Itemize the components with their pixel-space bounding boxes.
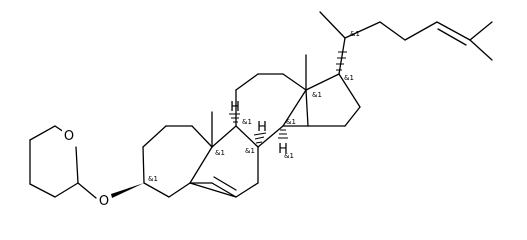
molecule-structure: O O H H H &1 &1 &1 &1 &1 &1 &1 &1 &1	[29, 11, 493, 209]
hydrogen-c9-label: H	[230, 100, 240, 115]
oxygen-ring-label: O	[64, 129, 74, 144]
stereo-label-c20: &1	[350, 30, 360, 38]
stereo-label-c8: &1	[245, 147, 255, 155]
stereo-descriptors: &1 &1 &1 &1 &1 &1 &1 &1 &1	[148, 30, 360, 183]
stereo-label-c10: &1	[215, 149, 225, 157]
hash-bond-c17	[336, 51, 347, 71]
bond-skeleton	[29, 11, 493, 199]
hash-bond-c8	[253, 132, 267, 144]
stereo-label-c3: &1	[148, 175, 158, 183]
oxygen-ether-label: O	[99, 194, 109, 209]
stereo-label-c14-a: &1	[284, 152, 294, 160]
stereo-label-c9: &1	[242, 118, 252, 126]
stereo-label-c14-b: &1	[286, 118, 296, 126]
stereo-label-c13: &1	[312, 91, 322, 99]
stereo-bonds	[111, 51, 347, 198]
atom-labels: O O H H H	[62, 100, 288, 209]
hash-bond-c9	[229, 113, 240, 123]
stereo-label-c17: &1	[344, 74, 354, 82]
hydrogen-c14-label: H	[278, 142, 288, 157]
hydrogen-c8-label: H	[257, 120, 267, 135]
hash-bond-c14	[278, 129, 288, 139]
